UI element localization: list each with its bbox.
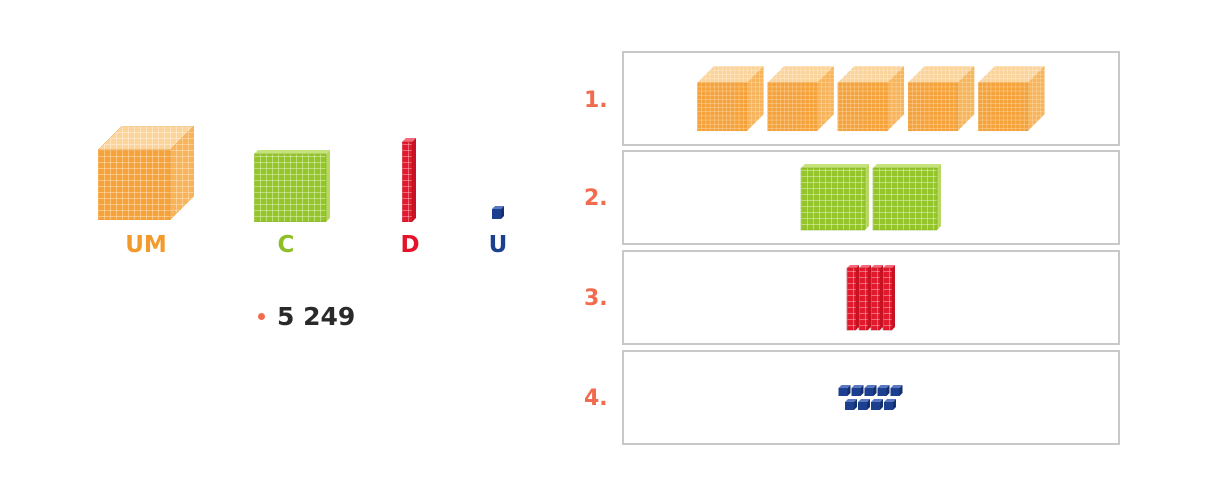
row-pieces-1	[624, 53, 1118, 148]
bullet-icon	[258, 312, 265, 320]
ten-rod	[870, 265, 883, 331]
unit-cube	[884, 399, 896, 410]
answer-box-1[interactable]	[622, 51, 1120, 146]
thousand-cube	[907, 66, 975, 132]
row-number-2: 2.	[584, 186, 608, 211]
row-pieces-4	[624, 352, 1118, 447]
target-number-value: 5 249	[277, 302, 356, 331]
ten-rod	[846, 265, 859, 331]
hundred-flat-icon	[254, 150, 330, 222]
unit-cube	[851, 385, 864, 396]
answer-box-3[interactable]	[622, 250, 1120, 345]
ten-rod-icon	[402, 138, 416, 222]
row-number-3: 3.	[584, 286, 608, 311]
unit-cube	[858, 399, 870, 410]
answer-box-4[interactable]	[622, 350, 1120, 445]
hundred-flat	[872, 164, 941, 231]
unit-cube	[871, 399, 883, 410]
answer-box-2[interactable]	[622, 150, 1120, 245]
thousand-cube	[978, 66, 1045, 132]
thousand-cube-icon	[98, 126, 194, 220]
thousand-cube	[767, 66, 834, 132]
legend-label-u: U	[488, 232, 508, 258]
unit-cube	[890, 385, 903, 396]
row-number-1: 1.	[584, 88, 608, 113]
hundred-flat	[800, 164, 869, 231]
unit-cube	[845, 399, 857, 410]
legend-label-c: C	[277, 232, 295, 258]
unit-cube-icon	[492, 206, 504, 219]
row-pieces-2	[624, 152, 1118, 247]
unit-cube	[838, 385, 851, 396]
thousand-cube	[837, 66, 905, 132]
legend-label-um: UM	[125, 232, 167, 258]
unit-cube	[864, 385, 877, 396]
unit-cube	[877, 385, 890, 396]
row-pieces-3	[624, 252, 1118, 347]
row-number-4: 4.	[584, 386, 608, 411]
target-number: 5 249	[258, 302, 355, 331]
ten-rod	[858, 265, 871, 331]
legend-label-d: D	[400, 232, 420, 258]
ten-rod	[882, 265, 895, 331]
thousand-cube	[697, 66, 764, 132]
